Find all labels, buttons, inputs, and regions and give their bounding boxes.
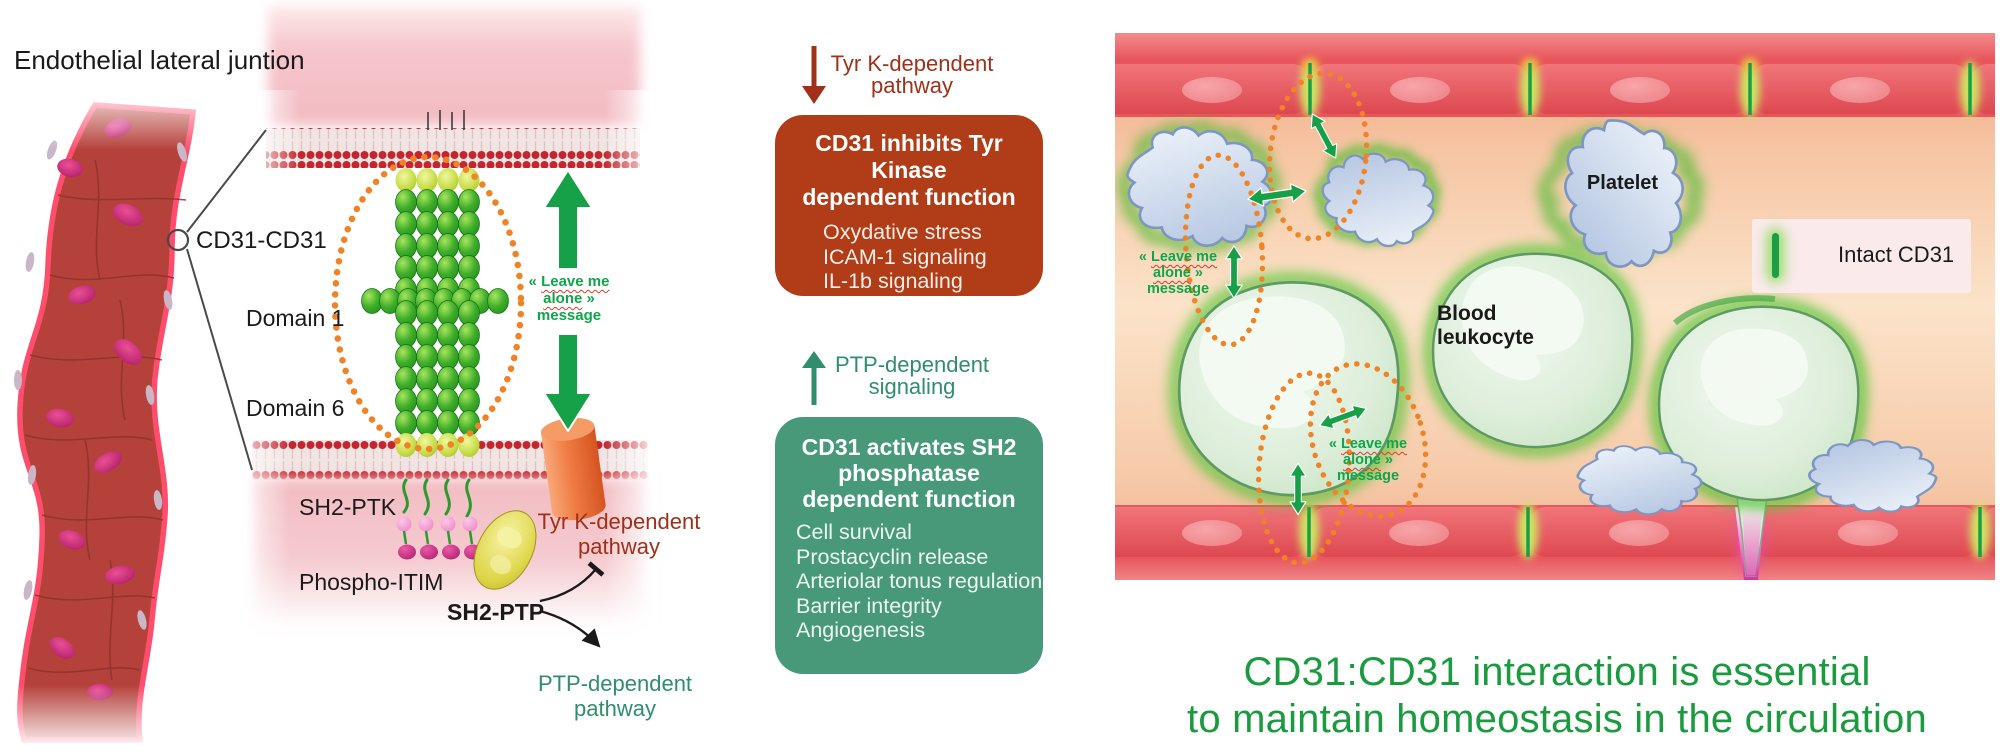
ptp-pathway-label-left: PTP-dependent pathway — [537, 671, 693, 721]
tyr-pathway-label-left: Tyr K-dependent pathway — [537, 509, 701, 559]
zoom-callout — [166, 129, 267, 471]
domain6-label: Domain 6 — [246, 395, 345, 421]
list-item: Arteriolar tonus regulation — [796, 569, 1043, 594]
leukocyte-2-blood-leukocyte — [1430, 251, 1635, 450]
top-vessel-wall — [1115, 33, 1995, 117]
activation-arrow — [539, 609, 601, 648]
list-item: IL-1b signaling — [823, 269, 963, 293]
circulation-panel — [1115, 33, 1995, 580]
bottom-vessel-wall — [1115, 502, 1995, 580]
interaction-zone-dotted-ellipse — [331, 153, 525, 453]
phospho-itim-label: Phospho-ITIM — [299, 569, 444, 595]
list-item: ICAM-1 signaling — [823, 244, 987, 269]
membrane-ticks — [427, 110, 465, 130]
top-lipid-bilayer — [266, 128, 640, 168]
cd31-molecule-chains — [361, 168, 509, 457]
top-endothelial-cells — [1115, 64, 1995, 114]
top-cell-cytoplasm — [268, 6, 640, 126]
sh2-ptp-label: SH2-PTP — [447, 599, 545, 625]
red-box-items: Oxydative stress ICAM-1 signaling IL-1b … — [823, 220, 1043, 294]
list-item: Oxydative stress — [823, 220, 982, 244]
list-item: Cell survival — [796, 520, 912, 544]
leave-me-alone-message-1: « Leave me alone » message — [1138, 249, 1218, 297]
list-item: Barrier integrity — [796, 593, 942, 618]
intact-cd31-legend: Intact CD31 — [1752, 219, 1971, 293]
leave-me-alone-message-2: « Leave me alone » message — [1328, 436, 1408, 484]
blood-vessel — [0, 80, 260, 751]
vessel-bottom-fade — [0, 685, 260, 751]
cd31-cd31-label: CD31-CD31 — [196, 227, 327, 254]
intact-cd31-icon — [1772, 233, 1779, 278]
top-cd31-junctions — [1300, 58, 1980, 117]
vessel-top-fade — [0, 80, 260, 150]
green-box-title: CD31 activates SH2 phosphatase dependent… — [801, 434, 1017, 512]
legend-label: Intact CD31 — [1838, 242, 1955, 267]
leave-me-alone-double-arrow — [543, 169, 593, 432]
interaction-dotted-ellipses — [1182, 70, 1429, 566]
platelet-label: Platelet — [1586, 172, 1659, 194]
bottom-cd31-junctions — [1299, 503, 1990, 559]
left-illustration — [0, 6, 658, 751]
cd31-cytoplasmic-tails — [402, 478, 472, 518]
leave-me-alone-message-left: « Leave me alone » message — [528, 273, 610, 324]
blood-leukocyte-label: Blood leukocyte — [1437, 302, 1534, 349]
green-box-items: Cell survival Prostacyclin release Arter… — [796, 520, 1043, 643]
red-box-title: CD31 inhibits Tyr Kinase dependent funct… — [802, 130, 1016, 210]
ptp-signaling-header: PTP-dependent signaling — [834, 352, 990, 399]
bottom-endothelial-cells — [1115, 507, 1995, 557]
endothelial-junction-title: Endothelial lateral juntion — [14, 45, 305, 75]
inhibition-arrow — [539, 561, 605, 603]
intracellular-signaling — [396, 417, 606, 648]
domain1-label: Domain 1 — [246, 305, 345, 331]
sh2-phosphatase-green-box: CD31 activates SH2 phosphatase dependent… — [775, 417, 1043, 674]
figure-caption: CD31:CD31 interaction is essential to ma… — [1187, 650, 1927, 741]
shp2-phosphatase-blob — [473, 510, 537, 590]
green-up-arrow-icon — [802, 351, 826, 405]
red-down-arrow-icon — [802, 46, 826, 104]
leukocyte-3-transmigrating — [1656, 295, 1861, 503]
tyr-pathway-header: Tyr K-dependent pathway — [830, 51, 994, 98]
list-item: Prostacyclin release — [796, 544, 989, 569]
junction-marker-circle — [166, 228, 190, 252]
sh2-ptk-label: SH2-PTK — [299, 494, 397, 520]
blood-leukocyte-cells — [1176, 251, 1861, 503]
tyr-kinase-cylinder — [540, 417, 606, 521]
list-item: Angiogenesis — [796, 618, 926, 643]
tyr-kinase-red-box: CD31 inhibits Tyr Kinase dependent funct… — [775, 115, 1043, 296]
